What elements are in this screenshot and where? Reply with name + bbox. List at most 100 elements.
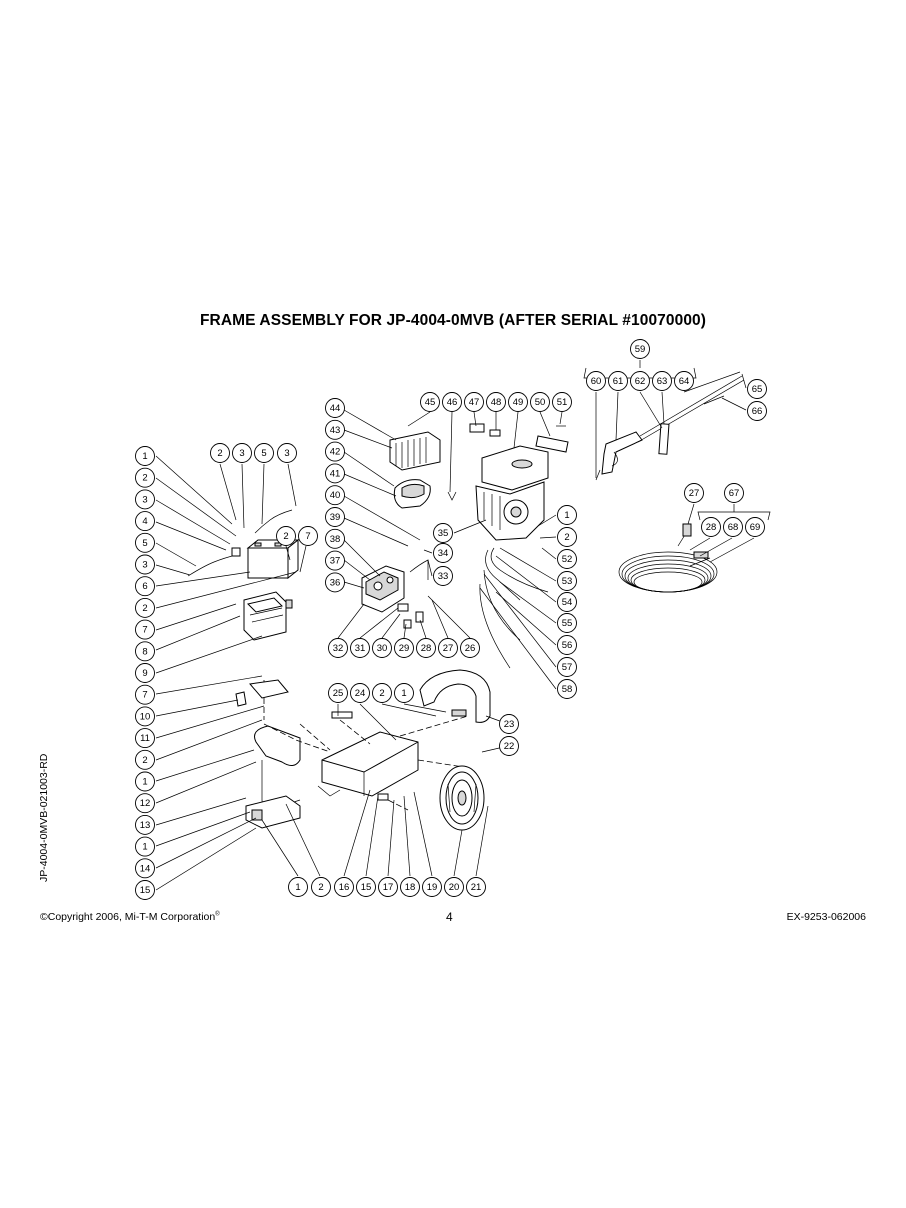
callout-circle	[325, 528, 345, 549]
callout-circle	[135, 641, 155, 662]
callout-number: 35	[438, 528, 449, 539]
callout-43: 43	[325, 419, 345, 440]
dashed-guide	[263, 680, 471, 811]
callout-circle	[328, 683, 348, 703]
callout-circle	[298, 526, 318, 546]
foot-drawing	[251, 809, 263, 821]
spray-gun-drawing	[595, 375, 745, 481]
callout-1: 1	[557, 505, 577, 525]
callout-circle	[135, 771, 155, 792]
callout-1: 1	[135, 771, 155, 792]
page-title: FRAME ASSEMBLY FOR JP-4004-0MVB (AFTER S…	[199, 312, 707, 329]
callout-number: 11	[140, 733, 150, 744]
callout-circle	[135, 446, 155, 466]
callout-circle	[630, 339, 650, 359]
callout-number: 33	[438, 571, 449, 582]
callout-3: 3	[277, 443, 297, 463]
callout-1: 1	[288, 877, 308, 897]
side-drawing-id: JP-4004-0MVB-021003-RD	[38, 753, 50, 882]
callout-1: 1	[394, 683, 414, 703]
callout-circle	[557, 635, 577, 655]
callout-63: 63	[652, 371, 672, 391]
callout-number: 58	[562, 684, 573, 695]
callout-number: 5	[142, 538, 147, 549]
callout-circle	[288, 877, 308, 897]
callout-number: 45	[425, 397, 436, 408]
callout-40: 40	[325, 485, 345, 506]
callout-11: 11	[135, 728, 155, 749]
callout-16: 16	[334, 877, 354, 897]
callout-circle	[232, 443, 252, 463]
handle-drawing	[419, 669, 491, 723]
callout-61: 61	[608, 371, 628, 391]
callout-circle	[350, 638, 370, 658]
callout-circle	[394, 683, 414, 703]
callout-number: 2	[564, 532, 569, 543]
callout-number: 15	[361, 882, 372, 893]
callout-2: 2	[311, 877, 331, 897]
callout-number: 26	[465, 643, 476, 654]
callout-59: 59	[630, 339, 650, 359]
callout-circle	[210, 443, 230, 463]
callout-number: 4	[142, 516, 147, 527]
callout-26: 26	[460, 638, 480, 658]
callout-number: 1	[142, 451, 147, 462]
callout-57: 57	[557, 657, 577, 677]
callout-55: 55	[557, 613, 577, 633]
callout-number: 47	[469, 397, 480, 408]
callout-circle	[557, 571, 577, 591]
callout-number: 13	[140, 820, 151, 831]
callout-65: 65	[747, 379, 767, 399]
callout-3: 3	[135, 554, 155, 575]
callout-circle	[135, 619, 155, 640]
hose-coil-drawing	[618, 529, 718, 593]
callout-number: 65	[752, 384, 763, 395]
callout-2: 2	[557, 527, 577, 547]
callout-circle	[135, 749, 155, 770]
callout-number: 28	[421, 643, 432, 654]
callout-7: 7	[135, 684, 155, 705]
callout-1: 1	[135, 446, 155, 466]
callout-circle	[311, 877, 331, 897]
callout-5: 5	[135, 532, 155, 553]
callout-7: 7	[135, 619, 155, 640]
callout-circle	[135, 880, 155, 900]
callout-number: 2	[283, 531, 288, 542]
callout-number: 2	[379, 688, 384, 699]
callout-18: 18	[400, 877, 420, 897]
callout-number: 52	[562, 554, 573, 565]
callout-circle	[325, 398, 345, 418]
plate-drawing	[249, 679, 289, 699]
callout-number: 7	[142, 690, 147, 701]
callout-circle	[135, 467, 155, 488]
callout-circle	[466, 877, 486, 897]
callout-number: 16	[339, 882, 350, 893]
callout-10: 10	[135, 706, 155, 727]
hose-drawing	[483, 569, 521, 641]
callout-49: 49	[508, 392, 528, 412]
callout-62: 62	[630, 371, 650, 391]
pump-drawing	[361, 559, 429, 629]
callout-circle	[444, 877, 464, 897]
callout-circle	[745, 517, 765, 537]
callout-number: 3	[142, 494, 147, 505]
callout-circle	[442, 392, 462, 412]
callout-36: 36	[325, 572, 345, 593]
callout-circle	[135, 511, 155, 532]
callout-circle	[135, 576, 155, 597]
bracket-drawing	[377, 793, 389, 801]
callout-number: 42	[330, 447, 341, 458]
callout-circle	[372, 683, 392, 703]
callout-circle	[328, 638, 348, 658]
callout-number: 37	[330, 556, 341, 567]
callout-number: 7	[142, 625, 147, 636]
callout-circle	[135, 684, 155, 705]
callout-circle	[557, 613, 577, 633]
clip-drawing	[235, 691, 247, 707]
callout-circle	[135, 836, 155, 857]
callout-44: 44	[325, 398, 345, 418]
callout-64: 64	[674, 371, 694, 391]
leader-lines	[155, 360, 771, 891]
callout-2: 2	[135, 467, 155, 488]
